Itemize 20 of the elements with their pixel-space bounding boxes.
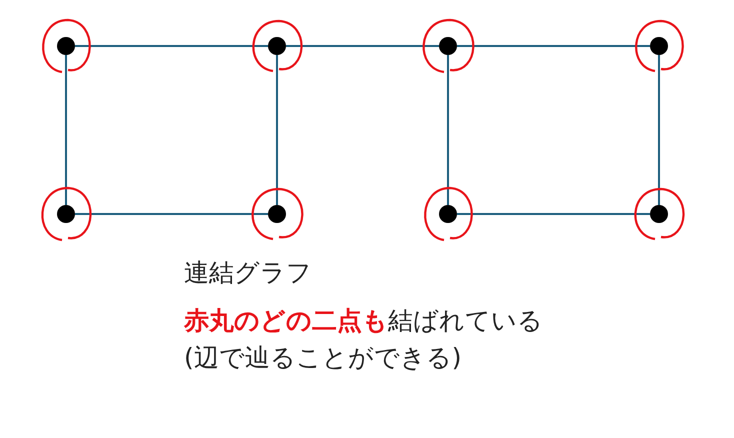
- graph-edge: [75, 213, 268, 215]
- graph-edge: [457, 213, 650, 215]
- graph-edge: [658, 55, 660, 205]
- graph-edge: [276, 55, 278, 205]
- graph-edge: [65, 55, 67, 205]
- caption-text: 連結グラフ: [184, 257, 312, 289]
- graph-vertex: [650, 37, 668, 55]
- caption-text: (辺で辿ることができる): [184, 342, 462, 374]
- caption-text: 赤丸のどの二点も結ばれている: [184, 305, 543, 337]
- graph-vertex: [650, 205, 668, 223]
- graph-vertex: [268, 37, 286, 55]
- graph-edge: [457, 45, 650, 47]
- graph-vertex: [439, 205, 457, 223]
- graph-edge: [447, 55, 449, 205]
- graph-edge: [75, 45, 268, 47]
- graph-vertex: [57, 205, 75, 223]
- graph-edge: [286, 45, 439, 47]
- graph-vertex: [439, 37, 457, 55]
- graph-vertex: [57, 37, 75, 55]
- graph-vertex: [268, 205, 286, 223]
